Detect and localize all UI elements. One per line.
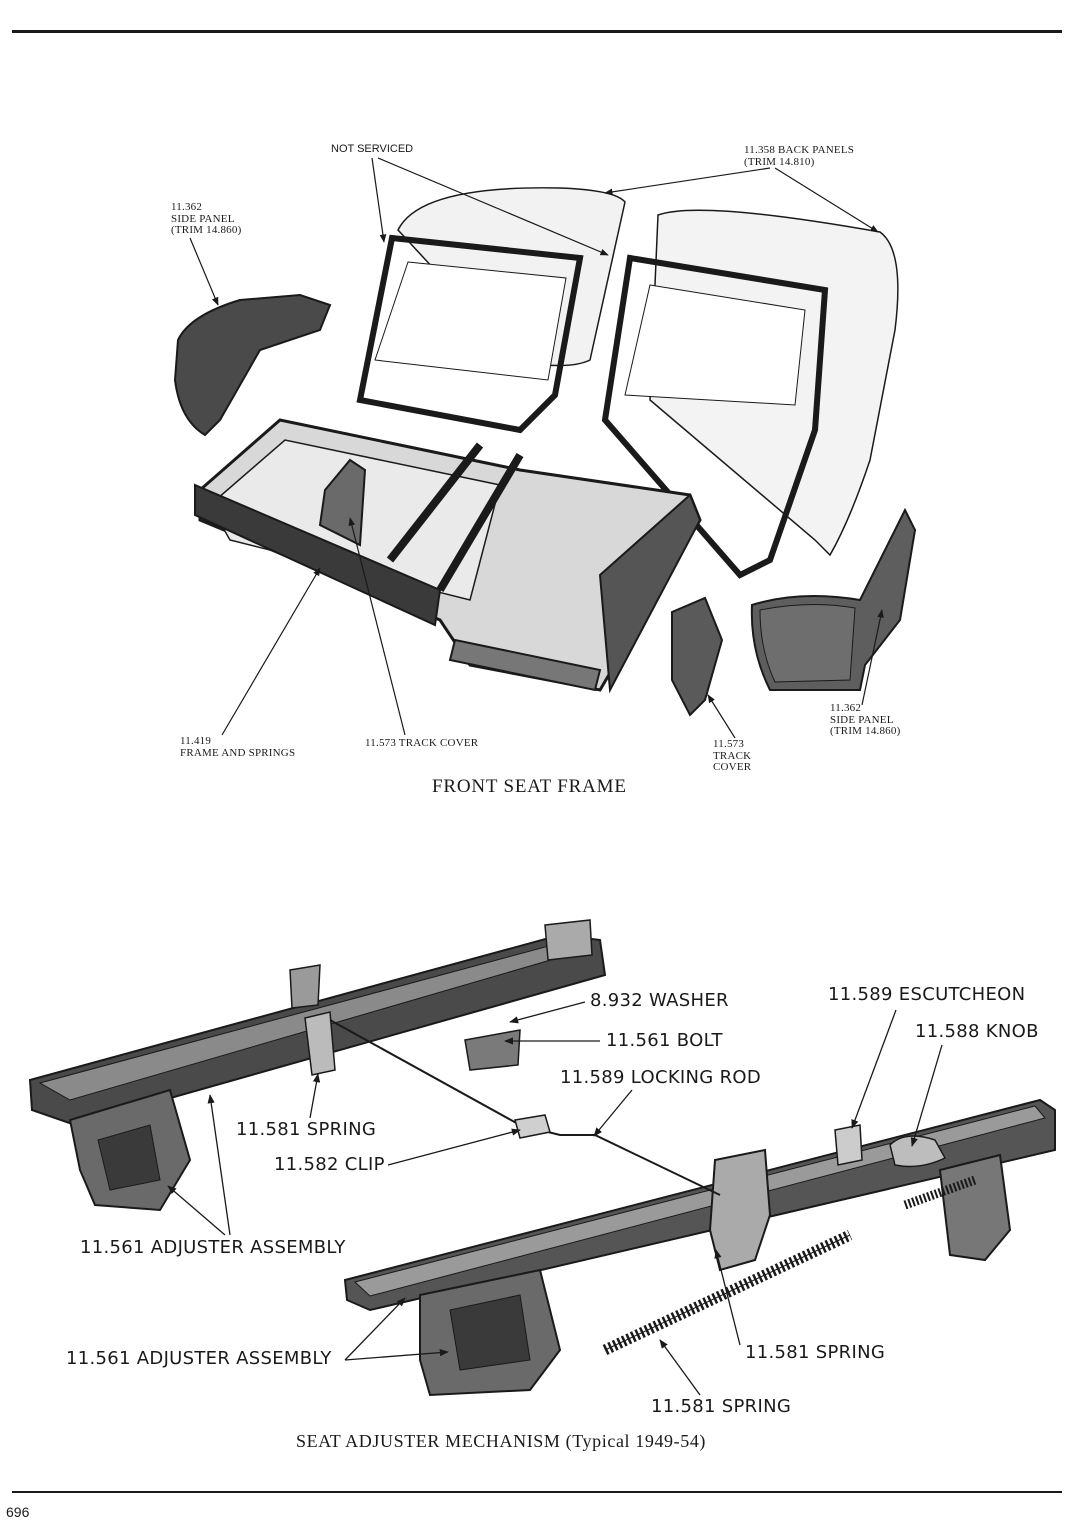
- label-side-panel-left-trim: (TRIM 14.860): [171, 224, 242, 237]
- label-side-panel-right-number: 11.362: [830, 702, 862, 714]
- label-side-panel-right-trim: (TRIM 14.860): [830, 725, 901, 738]
- label-spring-upper: 11.581 SPRING: [236, 1119, 377, 1140]
- label-side-panel-left-number: 11.362: [171, 201, 203, 213]
- label-spring-right: 11.581 SPRING: [745, 1342, 886, 1363]
- label-adjuster-assembly-lower: 11.561 ADJUSTER ASSEMBLY: [66, 1348, 332, 1369]
- label-side-panel-left-name: SIDE PANEL: [171, 212, 235, 225]
- back-frame-right: [601, 254, 829, 579]
- label-side-panel-left: 11.362 SIDE PANEL (TRIM 14.860): [171, 201, 242, 237]
- label-back-panels-trim: (TRIM 14.810): [744, 155, 815, 168]
- caption-front-seat-frame: FRONT SEAT FRAME: [432, 776, 627, 797]
- label-bolt: 11.561 BOLT: [606, 1030, 723, 1051]
- track-cover-right: [671, 596, 724, 717]
- label-locking-rod: 11.589 LOCKING ROD: [560, 1067, 762, 1088]
- knob: [889, 1135, 947, 1168]
- bottom-rule: [12, 1491, 1062, 1493]
- seat-adjuster-drawing: [28, 919, 1056, 1397]
- label-knob: 11.588 KNOB: [915, 1021, 1039, 1042]
- label-track-cover-right: 11.573 TRACK COVER: [713, 738, 752, 774]
- label-side-panel-right: 11.362 SIDE PANEL (TRIM 14.860): [830, 702, 901, 738]
- top-rule: [12, 30, 1062, 33]
- front-rail: [194, 483, 442, 627]
- back-frame-left: [356, 234, 584, 434]
- label-spring-bottom: 11.581 SPRING: [651, 1396, 792, 1417]
- coil-spring-right: [903, 1175, 977, 1210]
- front-seat-leaders: [189, 157, 884, 739]
- label-track-cover-right-number: 11.573: [713, 738, 745, 750]
- label-track-cover-right-line1: TRACK: [713, 749, 752, 762]
- label-back-panels: 11.358 BACK PANELS (TRIM 14.810): [744, 144, 855, 168]
- page-number: 696: [6, 1504, 30, 1520]
- label-frame-name: FRAME AND SPRINGS: [180, 746, 296, 759]
- caption-seat-adjuster: SEAT ADJUSTER MECHANISM (Typical 1949-54…: [296, 1432, 706, 1451]
- label-frame-and-springs: 11.419 FRAME AND SPRINGS: [180, 735, 296, 759]
- adjuster-leaders: [167, 1001, 943, 1396]
- escutcheon: [834, 1124, 863, 1166]
- caption-seat-adjuster-sub: (Typical 1949-54): [565, 1431, 707, 1451]
- adjuster-housing: [708, 1148, 772, 1272]
- label-not-serviced: NOT SERVICED: [331, 143, 414, 155]
- label-track-cover-right-line2: COVER: [713, 761, 752, 774]
- rod-clip: [514, 1114, 551, 1139]
- label-side-panel-right-name: SIDE PANEL: [830, 713, 894, 726]
- label-washer: 8.932 WASHER: [590, 990, 729, 1011]
- label-back-panels-number: 11.358 BACK PANELS: [744, 144, 855, 156]
- side-panel-left: [173, 293, 332, 437]
- label-clip: 11.582 CLIP: [274, 1154, 385, 1175]
- label-track-cover-center: 11.573 TRACK COVER: [365, 737, 479, 749]
- locking-rod: [329, 1019, 721, 1196]
- label-frame-number: 11.419: [180, 735, 212, 747]
- label-escutcheon: 11.589 ESCUTCHEON: [828, 984, 1026, 1005]
- label-adjuster-assembly-upper: 11.561 ADJUSTER ASSEMBLY: [80, 1237, 346, 1258]
- caption-seat-adjuster-main: SEAT ADJUSTER MECHANISM: [296, 1431, 561, 1451]
- front-seat-frame-drawing: [173, 187, 917, 717]
